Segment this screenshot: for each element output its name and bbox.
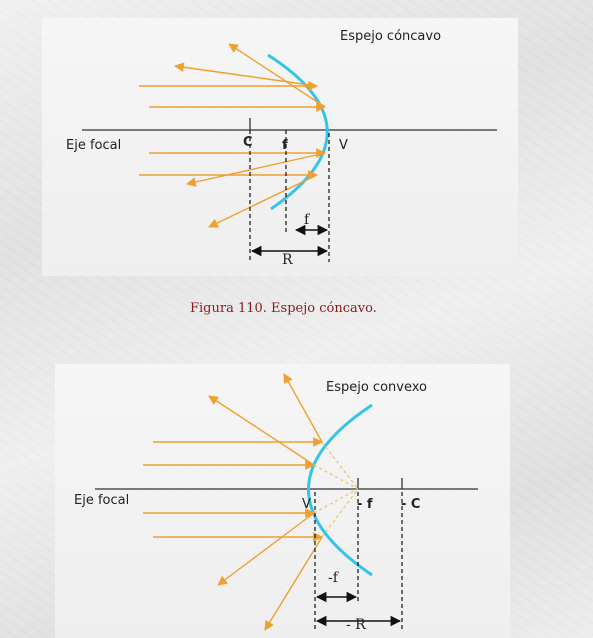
focus-label: f [282, 138, 288, 153]
concave-mirror-title: Espejo cóncavo [340, 29, 441, 44]
measurement-guides [314, 492, 403, 630]
vertex-label: V [339, 138, 348, 153]
focal-axis-label: Eje focal [66, 138, 121, 153]
reflected-rays [208, 373, 323, 631]
measurement-guides [249, 130, 330, 262]
virtual-rays [313, 441, 359, 538]
center-label: C [243, 135, 253, 150]
incident-rays [143, 437, 323, 542]
radius-label: R [282, 252, 293, 268]
figure-caption: Figura 110. Espejo cóncavo. [190, 301, 377, 316]
concave-figure-panel [42, 18, 518, 276]
vertex-label: V [302, 497, 311, 512]
convex-figure-panel [55, 364, 510, 638]
concave-mirror [267, 53, 329, 211]
focus-label: - f [357, 497, 373, 512]
focal-axis-label: Eje focal [74, 493, 129, 508]
radius-label: - R [346, 617, 366, 633]
convex-mirror [307, 403, 373, 577]
focal-length-label: -f [328, 570, 340, 586]
convex-mirror-diagram: Espejo convexo Eje focal V - f - C -f - … [74, 373, 478, 633]
center-label: - C [401, 497, 420, 512]
concave-mirror-diagram: Espejo cóncavo Eje focal C f V f R [66, 29, 497, 268]
convex-mirror-title: Espejo convexo [326, 380, 427, 395]
reflected-rays [174, 43, 326, 228]
focal-length-label: f [304, 212, 311, 228]
